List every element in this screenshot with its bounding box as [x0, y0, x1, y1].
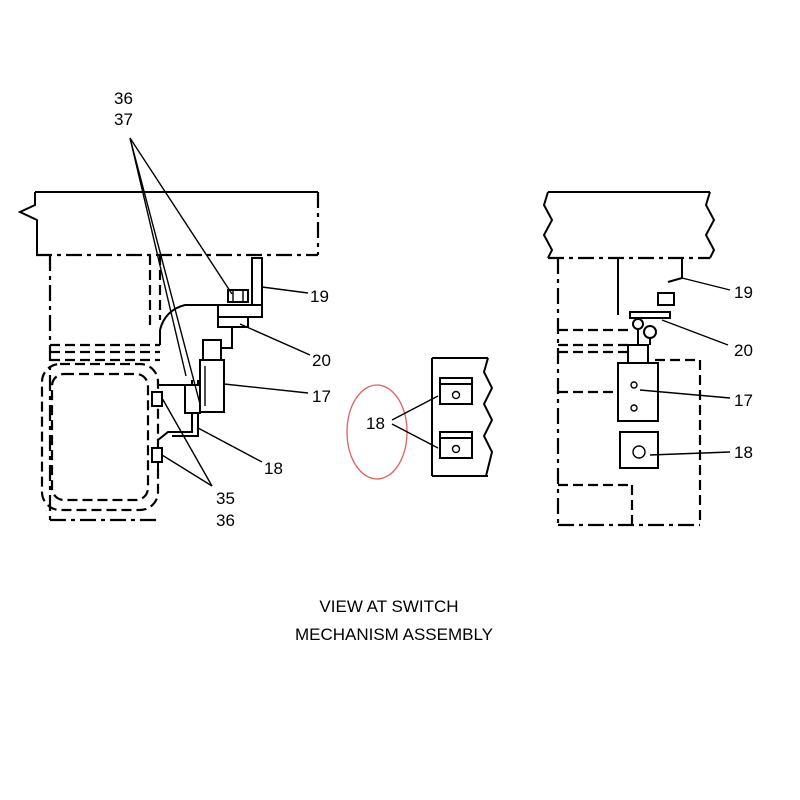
middle-detail — [346, 357, 494, 480]
label-19-left: 19 — [310, 287, 329, 306]
left-tube-outer — [40, 362, 160, 512]
bracket-plate-right — [629, 311, 671, 319]
leader-36-37-c — [129, 137, 201, 405]
right-view — [542, 191, 731, 527]
block-18-right — [619, 431, 659, 469]
bracket-19-left — [251, 257, 263, 313]
leader-36-37-a — [129, 137, 233, 295]
detail-hole-lower — [451, 444, 461, 454]
left-beam-break — [17, 192, 38, 255]
label-18-right: 18 — [734, 443, 753, 462]
right-post-right — [667, 258, 683, 283]
leader-18-left — [197, 427, 263, 463]
left-plate-curve — [159, 304, 220, 331]
leader-35-a — [161, 397, 213, 487]
label-18-detail: 18 — [366, 414, 385, 433]
label-20-left: 20 — [312, 351, 331, 370]
leader-17-left — [223, 383, 309, 394]
detail-block-upper — [439, 377, 473, 405]
label-35: 35 — [216, 489, 235, 508]
label-18-left: 18 — [264, 459, 283, 478]
switch-hole-right-2 — [630, 404, 638, 412]
right-beam-break-left — [542, 191, 554, 259]
leader-18-right — [649, 451, 731, 456]
left-tube-inner — [50, 372, 150, 502]
bracket-18-block — [184, 384, 201, 414]
label-19-right: 19 — [734, 283, 753, 302]
leader-19-right — [681, 277, 731, 291]
pivot-right — [643, 325, 657, 339]
switch-hole-right-1 — [630, 381, 638, 389]
leader-20-right — [661, 319, 729, 346]
label-37: 37 — [114, 110, 133, 129]
label-17-left: 17 — [312, 387, 331, 406]
leader-18-detail-b — [391, 423, 439, 449]
block-18-hole — [632, 445, 646, 459]
label-36-top: 36 — [114, 89, 133, 108]
leader-17-right — [639, 389, 731, 399]
leader-19-left — [261, 286, 309, 294]
arm-20-right — [637, 330, 651, 345]
detail-right-break — [482, 357, 494, 477]
label-17-right: 17 — [734, 391, 753, 410]
right-beam-break-right — [704, 191, 716, 259]
bolt-head-right — [657, 292, 675, 306]
detail-hole-upper — [451, 390, 461, 400]
left-view — [17, 137, 320, 522]
arm-20-left — [222, 327, 233, 349]
screw-35-bottom — [151, 447, 163, 463]
bolt-lines-left — [232, 290, 244, 302]
pivot-right-2 — [632, 318, 644, 330]
label-20-right: 20 — [734, 341, 753, 360]
caption-line-1: VIEW AT SWITCH — [319, 597, 458, 616]
leader-20-left — [239, 323, 311, 356]
switch-17-left — [199, 359, 225, 413]
leader-35-b — [161, 454, 213, 487]
leader-18-detail-a — [391, 395, 439, 421]
label-36-bottom: 36 — [216, 511, 235, 530]
switch-top-right — [627, 344, 649, 364]
switch-17-right — [617, 362, 659, 422]
screw-35-top — [151, 391, 163, 407]
switch-top-left — [202, 339, 222, 361]
bracket-plate-left — [217, 304, 263, 318]
leader-36-37-b — [129, 137, 187, 377]
caption-line-2: MECHANISM ASSEMBLY — [295, 625, 493, 644]
